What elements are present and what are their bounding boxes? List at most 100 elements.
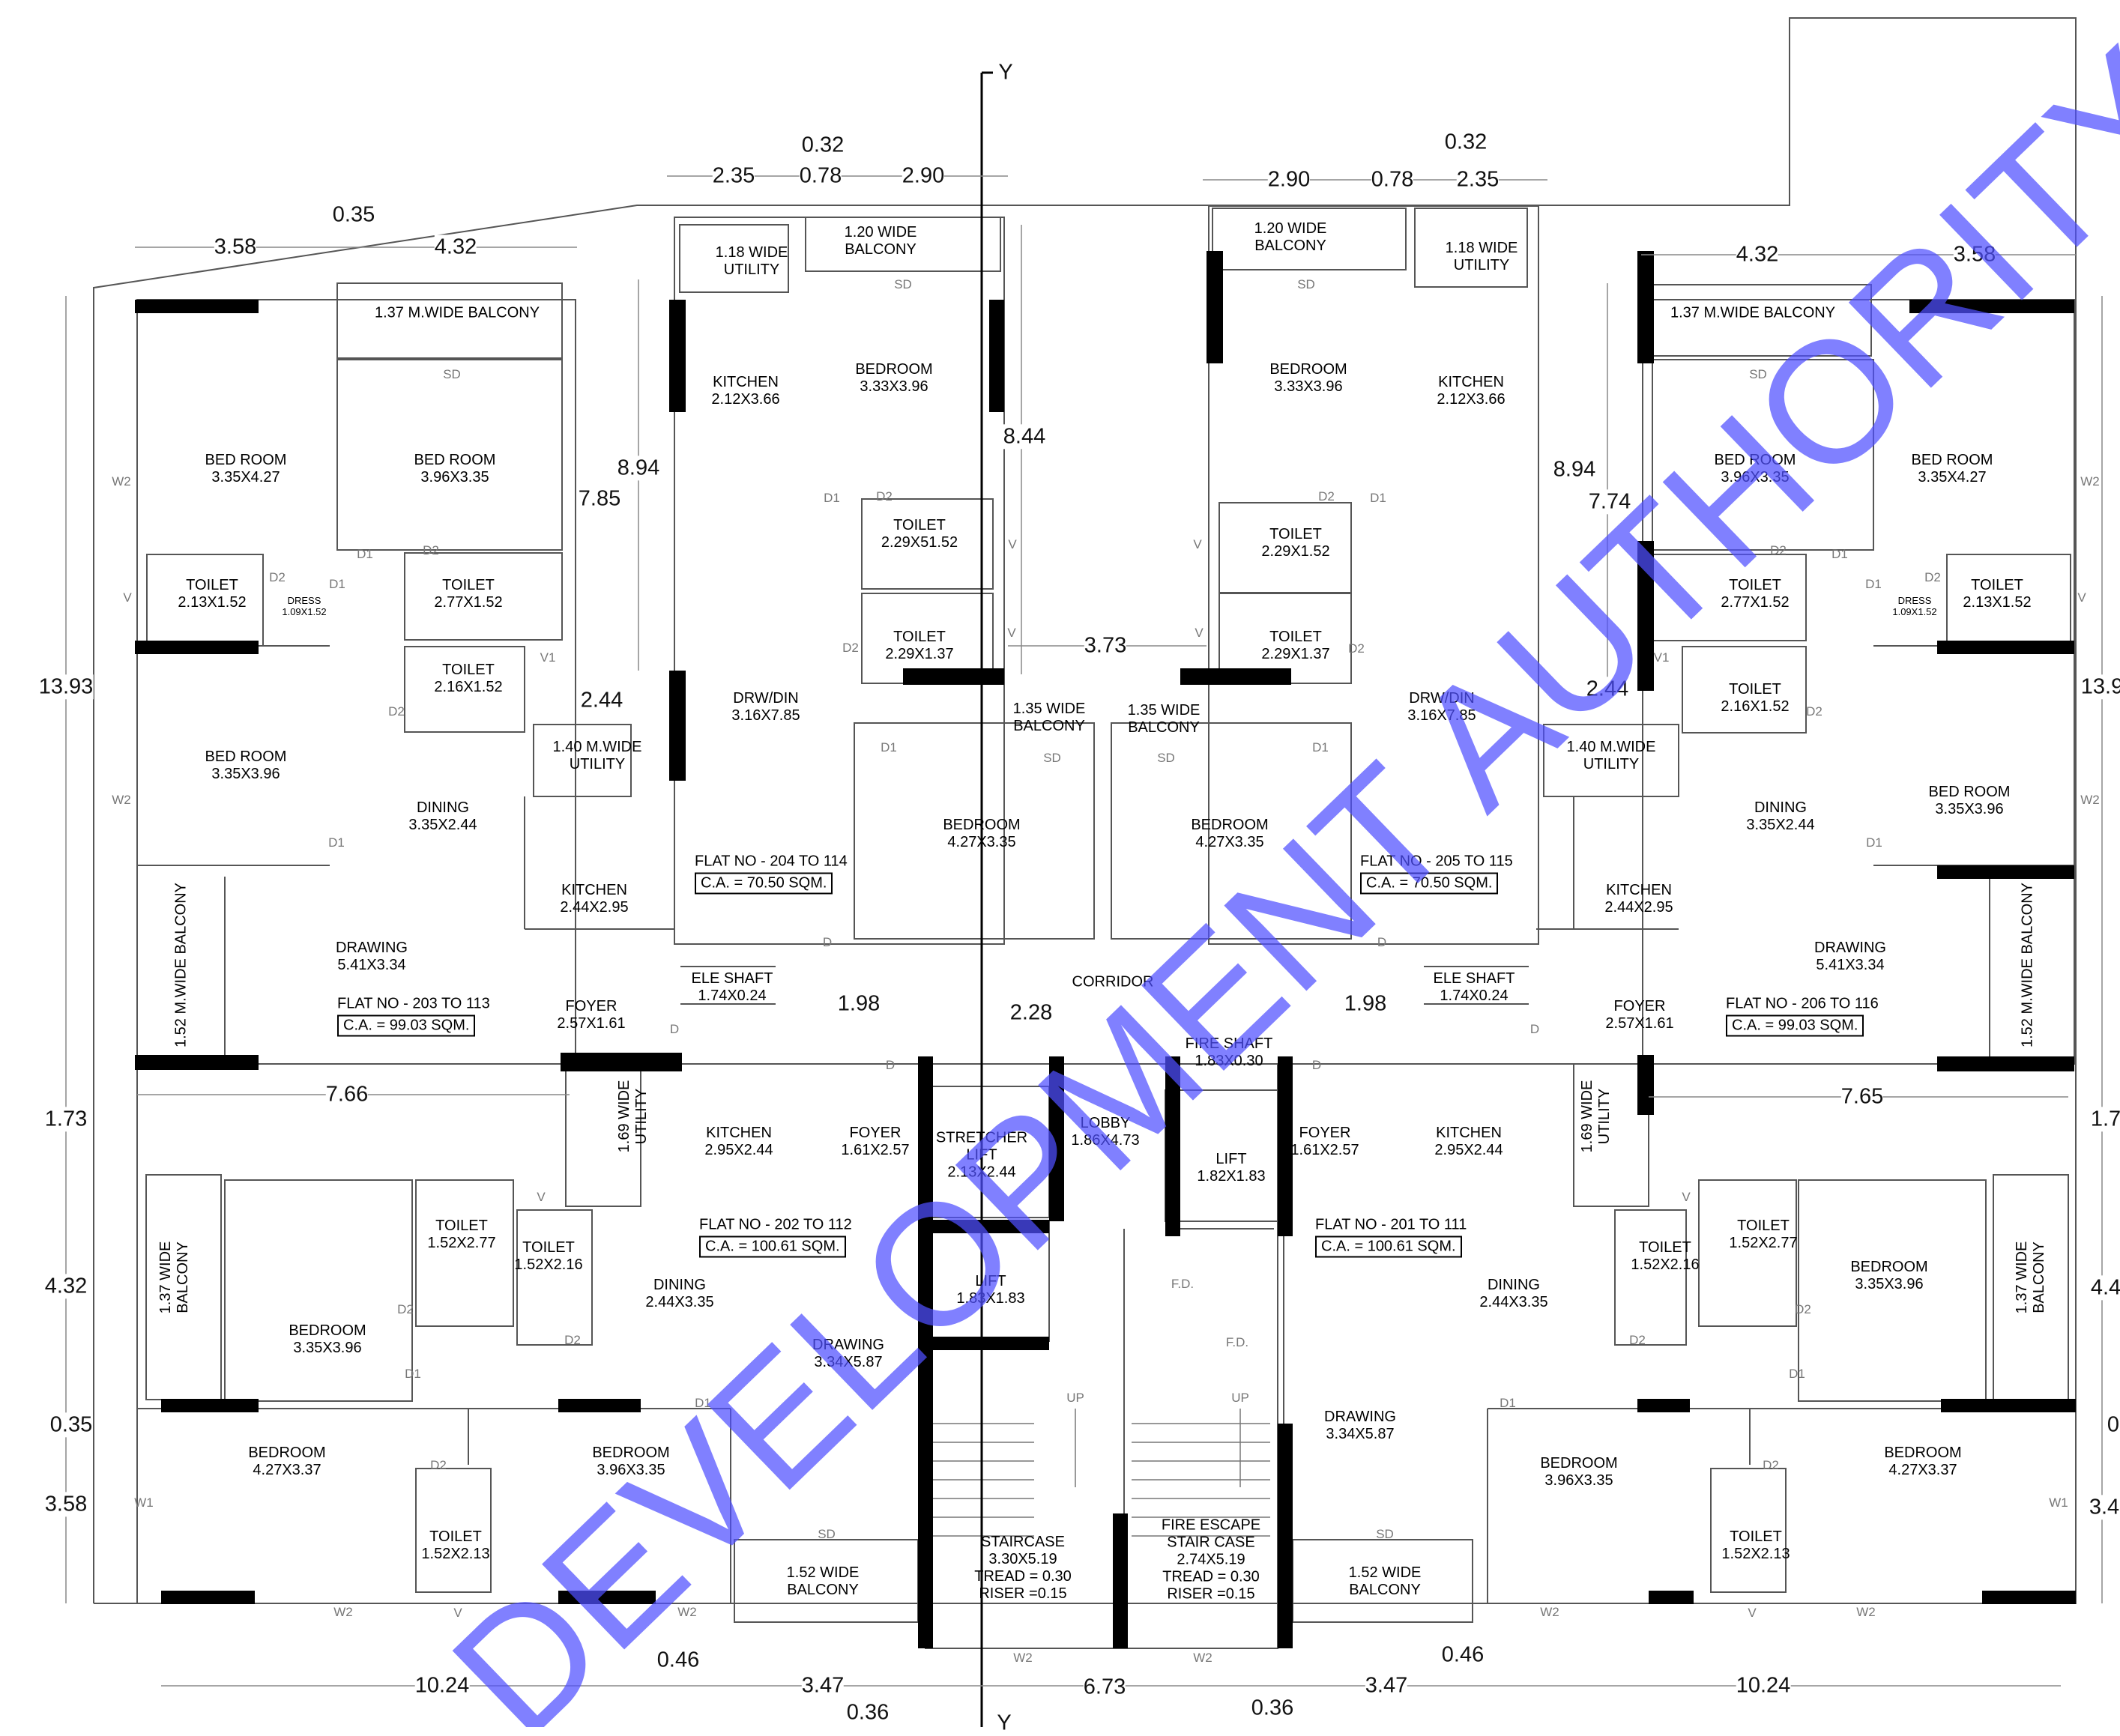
opening-tag: V bbox=[1193, 537, 1202, 552]
room-label-util-d: 1.40 M.WIDE UTILITY bbox=[1566, 739, 1656, 772]
flat-number-f203: FLAT NO - 203 TO 113 bbox=[337, 995, 490, 1012]
room-label-bed-d3: BED ROOM 3.35X3.96 bbox=[1928, 784, 2011, 817]
room-label-bed-c2: BEDROOM 4.27X3.35 bbox=[1191, 817, 1269, 850]
opening-tag: D2 bbox=[876, 489, 893, 504]
room-label-toilet-c2: TOILET 2.29X1.37 bbox=[1261, 629, 1330, 662]
opening-tag: D bbox=[1529, 1022, 1540, 1037]
opening-tag: D1 bbox=[329, 577, 345, 592]
opening-tag: SD bbox=[894, 277, 912, 292]
room-label-toilet-c1: TOILET 2.29X1.52 bbox=[1261, 526, 1330, 560]
dimension-d-046-r: 0.46 bbox=[1441, 1642, 1485, 1668]
opening-tag: D2 bbox=[423, 543, 439, 558]
dimension-axis-y-bot: Y bbox=[997, 1711, 1012, 1736]
room-label-lobby: LOBBY 1.86X4.73 bbox=[1071, 1115, 1140, 1149]
room-label-toilet-b2: TOILET 2.29X1.37 bbox=[885, 629, 954, 662]
room-label-balc-b-top: 1.20 WIDE BALCONY bbox=[844, 224, 917, 258]
room-label-toilet-e2: TOILET 1.52X2.16 bbox=[514, 1239, 583, 1273]
opening-tag: D2 bbox=[1770, 543, 1787, 558]
opening-tag: D1 bbox=[881, 740, 897, 755]
opening-tag: D1 bbox=[695, 1396, 711, 1411]
room-label-bed-f1: BEDROOM 3.35X3.96 bbox=[1850, 1259, 1928, 1292]
opening-tag: W2 bbox=[1013, 1651, 1033, 1666]
dimension-d-290-r: 2.90 bbox=[1267, 167, 1311, 193]
room-label-eleshaft-r: ELE SHAFT 1.74X0.24 bbox=[1433, 970, 1515, 1004]
dimension-d-036-l: 0.36 bbox=[846, 1700, 890, 1726]
dimension-d-1393-l: 13.93 bbox=[38, 674, 94, 700]
opening-tag: W1 bbox=[134, 1495, 154, 1510]
opening-tag: D1 bbox=[328, 835, 345, 850]
room-label-balc-a-side: 1.52 M.WIDE BALCONY bbox=[172, 882, 190, 1048]
room-label-bed-f2: BEDROOM 3.96X3.35 bbox=[1540, 1455, 1618, 1489]
room-label-toilet-d1: TOILET 2.77X1.52 bbox=[1721, 577, 1790, 611]
room-label-toilet-b1: TOILET 2.29X51.52 bbox=[881, 517, 958, 551]
dimension-d-032-l: 0.32 bbox=[801, 133, 845, 158]
room-label-toilet-d2: TOILET 2.13X1.52 bbox=[1963, 577, 2032, 611]
dimension-d-347-l: 3.47 bbox=[801, 1673, 845, 1699]
room-label-foyer-d: FOYER 2.57X1.61 bbox=[1605, 998, 1674, 1032]
dimension-d-244-l: 2.44 bbox=[580, 688, 623, 713]
opening-tag: V bbox=[1195, 626, 1204, 641]
room-label-bed-e3: BEDROOM 3.96X3.35 bbox=[592, 1445, 670, 1478]
dimension-d-774-r: 7.74 bbox=[1588, 489, 1631, 515]
room-label-balc-e-bot: 1.52 WIDE BALCONY bbox=[786, 1564, 860, 1598]
opening-tag: D bbox=[885, 1058, 896, 1073]
room-label-balc-tr: 1.37 M.WIDE BALCONY bbox=[1670, 304, 1836, 321]
room-label-util-c-top: 1.18 WIDE UTILITY bbox=[1445, 240, 1518, 273]
room-label-staircase: STAIRCASE 3.30X5.19 TREAD = 0.30 RISER =… bbox=[974, 1534, 1072, 1602]
room-label-kitchen-c: KITCHEN 2.12X3.66 bbox=[1437, 374, 1506, 408]
dimension-d-432-l: 4.32 bbox=[44, 1274, 88, 1299]
room-label-foyer-e: FOYER 1.61X2.57 bbox=[841, 1125, 910, 1158]
dimension-axis-y-top: Y bbox=[998, 60, 1013, 85]
dimension-d-894-l: 8.94 bbox=[617, 456, 660, 481]
opening-tag: D2 bbox=[388, 704, 405, 719]
opening-tag: D bbox=[822, 935, 833, 950]
room-label-balc-c-top: 1.20 WIDE BALCONY bbox=[1254, 220, 1327, 254]
room-label-toilet-f1: TOILET 1.52X2.77 bbox=[1729, 1218, 1798, 1251]
opening-tag: D bbox=[1311, 1058, 1322, 1073]
dimension-d-244-r: 2.44 bbox=[1586, 677, 1629, 702]
dimension-d-766: 7.66 bbox=[325, 1082, 369, 1107]
dimension-d-673: 6.73 bbox=[1083, 1675, 1126, 1700]
room-label-util-e: 1.69 WIDE UTILITY bbox=[616, 1080, 650, 1153]
room-label-toilet-a1: TOILET 2.13X1.52 bbox=[178, 577, 247, 611]
opening-tag: D1 bbox=[1831, 547, 1848, 562]
carpet-area-f205: C.A. = 70.50 SQM. bbox=[1360, 872, 1499, 895]
opening-tag: F.D. bbox=[1225, 1335, 1249, 1350]
dimension-d-290-l: 2.90 bbox=[902, 163, 945, 189]
room-label-foyer-a: FOYER 2.57X1.61 bbox=[557, 998, 626, 1032]
carpet-area-f202: C.A. = 100.61 SQM. bbox=[699, 1236, 846, 1258]
room-label-fireshaft: FIRE SHAFT 1.83X0.30 bbox=[1185, 1035, 1273, 1069]
flat-number-f205: FLAT NO - 205 TO 115 bbox=[1360, 853, 1513, 870]
opening-tag: V1 bbox=[540, 650, 556, 665]
room-label-bed-d1: BED ROOM 3.96X3.35 bbox=[1714, 452, 1796, 486]
room-label-dining-a: DINING 3.35X2.44 bbox=[408, 799, 477, 833]
opening-tag: W2 bbox=[2080, 474, 2100, 489]
dimension-d-173-r: 1.7 bbox=[2090, 1107, 2120, 1132]
opening-tag: F.D. bbox=[1171, 1277, 1195, 1292]
room-label-bed-f3: BEDROOM 4.27X3.37 bbox=[1884, 1445, 1962, 1478]
flat-number-f204: FLAT NO - 204 TO 114 bbox=[695, 853, 848, 870]
opening-tag: V bbox=[1748, 1606, 1757, 1621]
opening-tag: D2 bbox=[430, 1458, 447, 1473]
room-label-toilet-a2: TOILET 2.77X1.52 bbox=[434, 577, 503, 611]
opening-tag: D2 bbox=[269, 570, 286, 585]
opening-tag: D2 bbox=[842, 641, 859, 656]
room-label-eleshaft-l: ELE SHAFT 1.74X0.24 bbox=[691, 970, 773, 1004]
dimension-d-785-l: 7.85 bbox=[578, 486, 621, 512]
room-label-bed-a1: BED ROOM 3.35X4.27 bbox=[205, 452, 287, 486]
opening-tag: D1 bbox=[357, 547, 373, 562]
dimension-d-235-r: 2.35 bbox=[1456, 167, 1500, 193]
dimension-d-1024-r: 10.24 bbox=[1736, 1673, 1791, 1699]
opening-tag: D bbox=[1377, 935, 1387, 950]
opening-tag: SD bbox=[1157, 751, 1175, 766]
room-label-bed-a3: BED ROOM 3.35X3.96 bbox=[205, 748, 287, 782]
opening-tag: V bbox=[1007, 626, 1016, 641]
room-label-bed-a2: BED ROOM 3.96X3.35 bbox=[414, 452, 496, 486]
opening-tag: D2 bbox=[1795, 1302, 1811, 1317]
room-label-kitchen-d: KITCHEN 2.44X2.95 bbox=[1604, 882, 1673, 916]
opening-tag: W1 bbox=[2049, 1495, 2068, 1510]
opening-tag: D2 bbox=[1806, 704, 1822, 719]
room-label-kitchen-e: KITCHEN 2.95X2.44 bbox=[704, 1125, 773, 1158]
